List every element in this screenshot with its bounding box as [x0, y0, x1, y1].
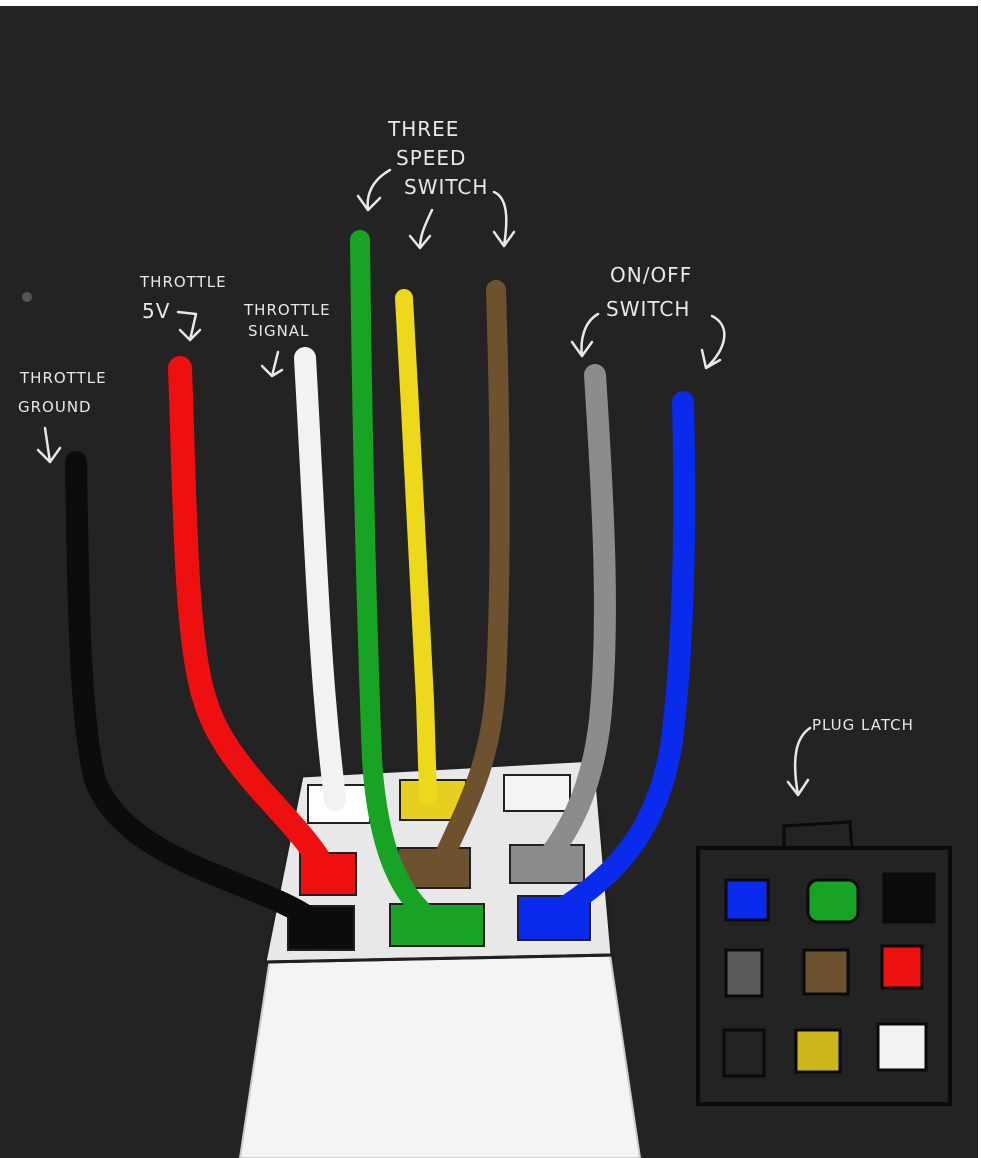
arrow-throttle-5v: [176, 310, 202, 342]
plug-pin-brown: [802, 948, 850, 996]
arrow-green-wire: [356, 168, 392, 212]
plug-face: [696, 820, 952, 1106]
label-throttle-signal-line1: THROTTLE: [243, 301, 331, 319]
red-wire: [168, 356, 337, 882]
arrow-plug-latch: [786, 726, 812, 797]
black-wire: [65, 451, 331, 946]
plug-pin-green: [806, 878, 860, 924]
arrow-blue-wire: [700, 314, 726, 370]
green-wire: [350, 230, 450, 935]
label-three-speed-line1: THREE: [387, 117, 459, 141]
blue-wire: [549, 391, 696, 921]
plug-pin-empty: [722, 1028, 766, 1078]
label-throttle-ground-line1: THROTTLE: [19, 369, 107, 387]
label-three-speed-line3: SWITCH: [404, 175, 488, 199]
label-throttle-signal-line2: SIGNAL: [248, 322, 309, 340]
label-on-off-line2: SWITCH: [606, 297, 690, 321]
socket-outline-top-right: [503, 774, 571, 812]
plug-pin-red: [880, 944, 924, 990]
white-wire: [294, 347, 346, 811]
arrows: [36, 168, 812, 797]
plug-pin-gray: [724, 948, 764, 998]
labels: THREE SPEED SWITCH THROTTLE 5V THROTTLE …: [18, 117, 914, 734]
label-plug-latch: PLUG LATCH: [812, 716, 914, 734]
gray-wire: [534, 364, 616, 873]
arrow-gray-wire: [570, 312, 600, 358]
yellow-wire: [395, 289, 437, 804]
label-throttle-ground-line2: GROUND: [18, 398, 92, 416]
label-on-off-line1: ON/OFF: [610, 263, 692, 287]
background-speck: [22, 292, 32, 302]
arrow-yellow-wire: [408, 208, 434, 250]
label-three-speed-line2: SPEED: [396, 146, 466, 170]
arrow-throttle-signal: [260, 350, 284, 378]
plug-pin-white: [876, 1022, 928, 1072]
plug-pin-yellow: [794, 1028, 842, 1074]
label-throttle-5v-line1: THROTTLE: [139, 273, 227, 291]
plug-pin-black: [882, 872, 936, 924]
arrow-brown-wire: [492, 190, 516, 248]
arrow-throttle-ground: [36, 426, 62, 464]
label-throttle-5v-line2: 5V: [142, 299, 170, 323]
wires: [65, 230, 696, 946]
plug-pin-blue: [724, 878, 770, 922]
brown-wire: [430, 280, 510, 875]
